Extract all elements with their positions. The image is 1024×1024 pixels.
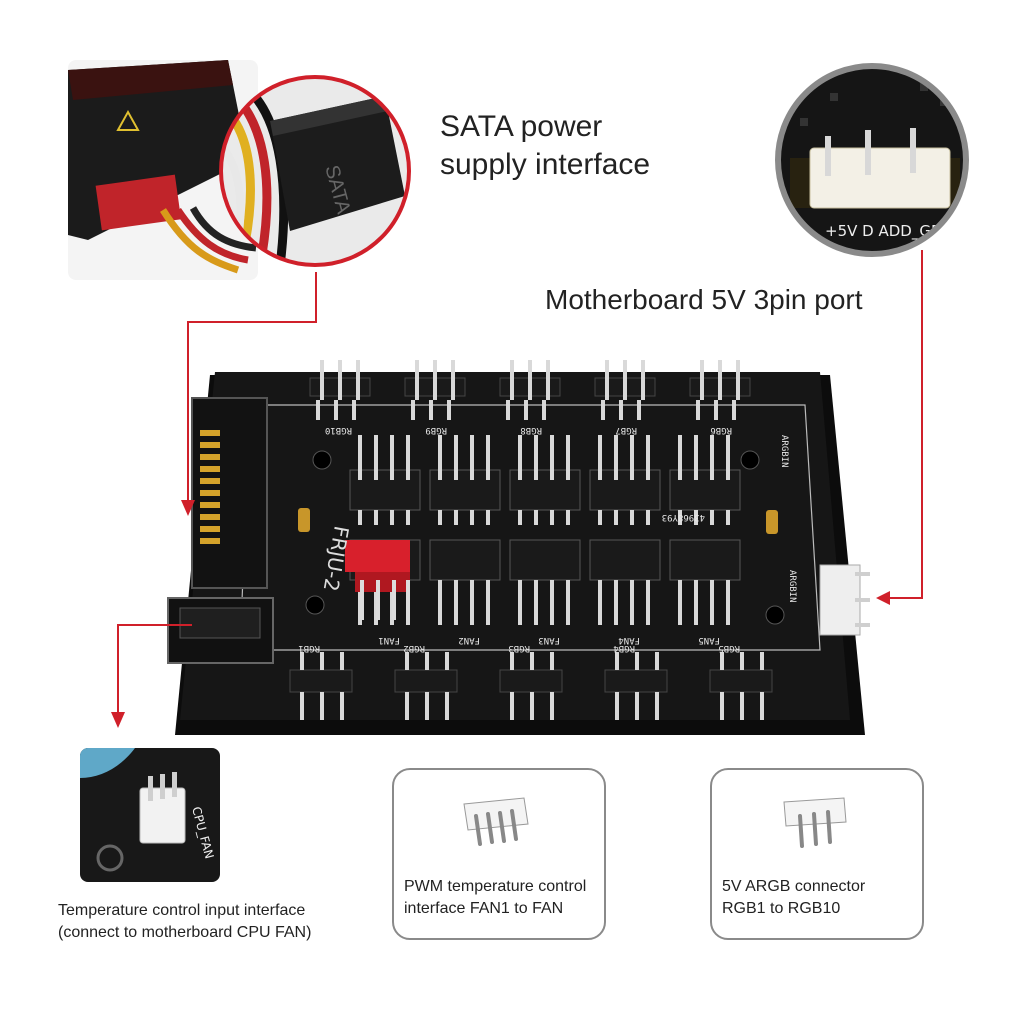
rgb-top-label: RGB9 — [425, 425, 447, 435]
temp-control-caption: Temperature control input interface (con… — [58, 902, 312, 941]
pwm-connector-icon — [463, 797, 529, 846]
pwm-info-box: PWM temperature control interface FAN1 t… — [392, 768, 606, 940]
fan-label: FAN4 — [618, 635, 640, 645]
fan-label: FAN1 — [378, 635, 400, 645]
rgb-header-bottom — [709, 652, 773, 720]
rgb-header-bottom — [499, 652, 563, 720]
rgb-header-bottom — [289, 652, 353, 720]
argbin-label: ARGBIN — [779, 435, 789, 468]
arrow-head-mb — [876, 591, 890, 605]
rgb-header-top — [404, 360, 466, 420]
motherboard-port-title: Motherboard 5V 3pin port — [545, 284, 863, 315]
rgb-bottom-label: RGB3 — [508, 643, 530, 653]
rgb-header-top — [499, 360, 561, 420]
motherboard-header-circle: +5V D ADD_GEN — [775, 63, 969, 257]
fan-label: FAN3 — [538, 635, 560, 645]
sata-title: SATA power supply interface — [440, 110, 651, 181]
fan-header — [669, 435, 741, 625]
rgb-top-label: RGB8 — [520, 425, 542, 435]
argbin2-label: ARGBIN — [787, 570, 797, 603]
argb-info-box: 5V ARGB connector RGB1 to RGB10 — [710, 768, 924, 940]
rgb-header-top — [309, 360, 371, 420]
rgb-bottom-label: RGB2 — [403, 643, 425, 653]
rgb-bottom-label: RGB1 — [298, 643, 320, 653]
fan-header — [429, 435, 501, 625]
rgb-header-top — [594, 360, 656, 420]
rgb-header-bottom — [394, 652, 458, 720]
fan-label: FAN5 — [698, 635, 720, 645]
sata-zoom-circle: SATA — [219, 75, 411, 267]
rgb-top-label: RGB6 — [710, 425, 732, 435]
rgb-bottom-label: RGB5 — [718, 643, 740, 653]
fan-label: FAN2 — [458, 635, 480, 645]
rgb-top-label: RGB10 — [325, 425, 352, 435]
argb-caption: 5V ARGB connector RGB1 to RGB10 — [722, 878, 866, 917]
board-code: 43968Y93 — [662, 512, 705, 522]
pwm-caption: PWM temperature control interface FAN1 t… — [404, 878, 587, 917]
argb-connector-icon — [783, 797, 847, 848]
fan-header — [509, 435, 581, 625]
fan-header — [589, 435, 661, 625]
rgb-header-bottom — [604, 652, 668, 720]
rgb-bottom-label: RGB4 — [613, 643, 635, 653]
rgb-header-top — [689, 360, 751, 420]
mb-header-text: +5V D ADD_GEN — [825, 222, 952, 241]
arrow-head-cpu — [111, 712, 125, 728]
cpu-fan-photo: CPU_FAN — [80, 748, 220, 882]
rgb-top-label: RGB7 — [615, 425, 637, 435]
